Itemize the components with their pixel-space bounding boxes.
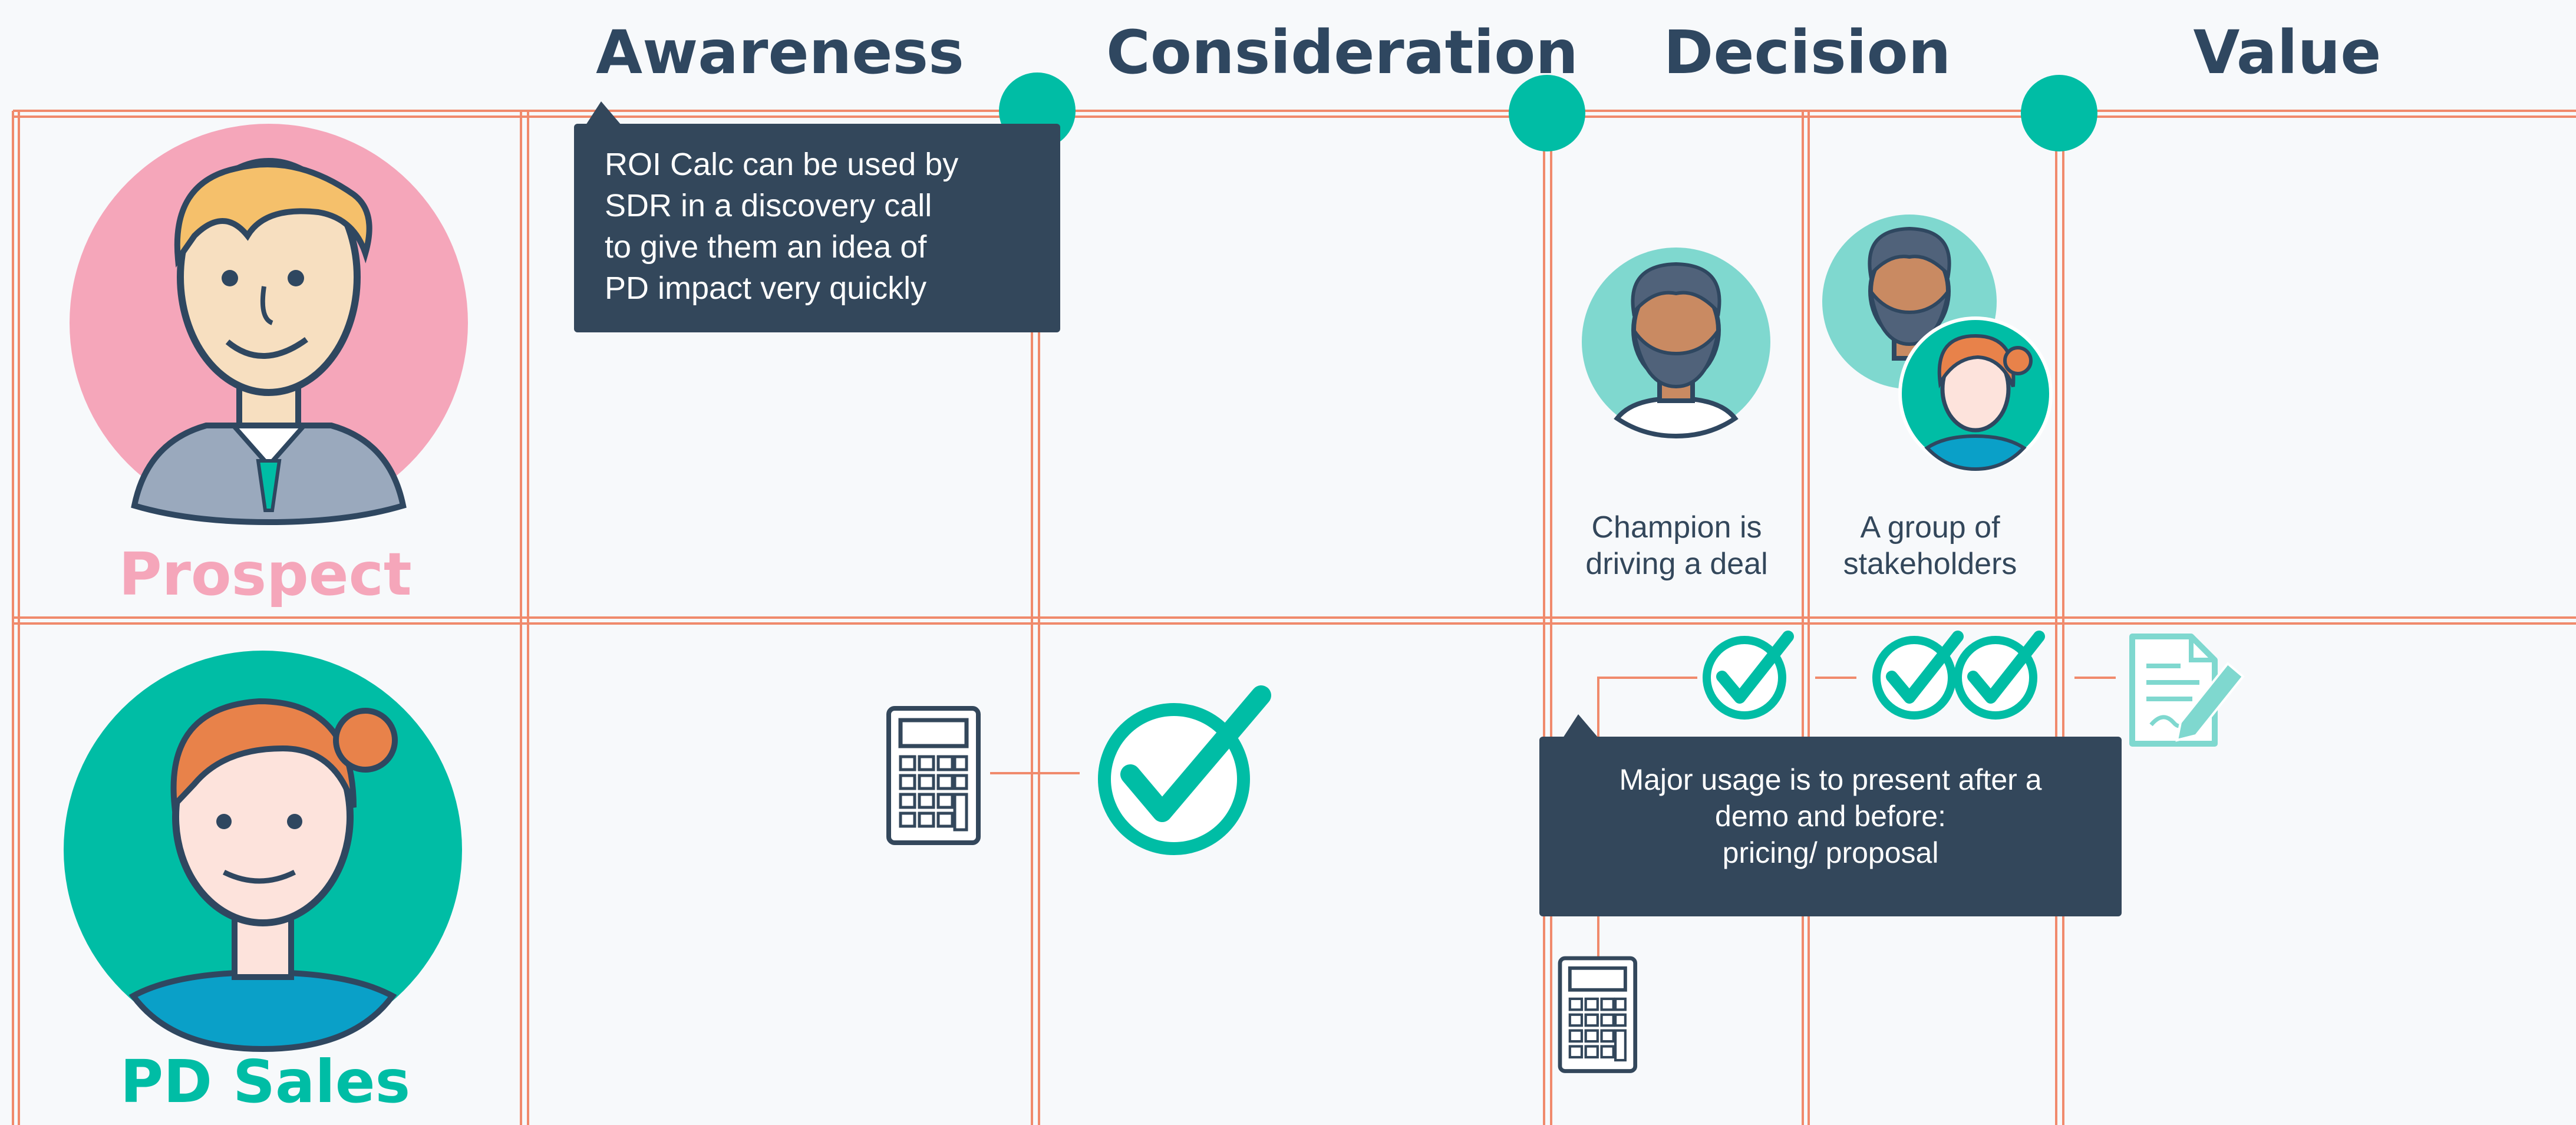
callout-line: pricing/ proposal xyxy=(1722,836,1939,869)
stage-header-decision: Decision xyxy=(1663,18,1951,88)
check-circle-icon xyxy=(1954,631,2045,720)
callout-line: ROI Calc can be used by xyxy=(605,147,959,182)
callout-major-usage: Major usage is to present after a demo a… xyxy=(1539,714,2122,916)
contract-signature-icon xyxy=(2129,634,2245,747)
woman-stakeholder-icon xyxy=(1898,316,2053,471)
callout-line: demo and before: xyxy=(1715,800,1946,833)
caption-line: A group of xyxy=(1860,510,2000,545)
callout-pointer xyxy=(586,101,621,125)
bearded-man-icon xyxy=(1582,248,1770,439)
stage-header-value: Value xyxy=(2193,18,2382,88)
callout-line: PD impact very quickly xyxy=(605,270,927,306)
role-label-pd-sales: PD Sales xyxy=(120,1047,411,1116)
caption-champion: Champion is driving a deal xyxy=(1556,509,1797,582)
grid-lines xyxy=(12,110,2576,1125)
callout-roi-calc: ROI Calc can be used by SDR in a discove… xyxy=(574,101,1060,332)
caption-stakeholders: A group of stakeholders xyxy=(1809,509,2051,582)
milestone-dot-icon xyxy=(2021,75,2097,151)
check-circle-icon xyxy=(1703,631,1794,720)
milestone-dot-icon xyxy=(1509,75,1585,151)
caption-line: Champion is xyxy=(1591,510,1762,545)
sales-rep-avatar-icon xyxy=(64,651,462,1053)
caption-line: driving a deal xyxy=(1585,547,1768,581)
callout-pointer xyxy=(1563,714,1598,738)
check-circle-icon xyxy=(1098,685,1271,855)
stage-header-consideration: Consideration xyxy=(1106,18,1578,88)
role-label-prospect: Prospect xyxy=(118,540,412,609)
prospect-avatar-icon xyxy=(70,124,468,526)
callout-line: to give them an idea of xyxy=(605,229,927,265)
calculator-icon xyxy=(1558,956,1638,1073)
callout-line: Major usage is to present after a xyxy=(1619,763,2042,796)
caption-line: stakeholders xyxy=(1843,547,2017,581)
calculator-icon xyxy=(886,706,981,845)
check-circle-icon xyxy=(1872,631,1964,720)
callout-line: SDR in a discovery call xyxy=(605,188,932,223)
stage-header-awareness: Awareness xyxy=(596,18,964,88)
